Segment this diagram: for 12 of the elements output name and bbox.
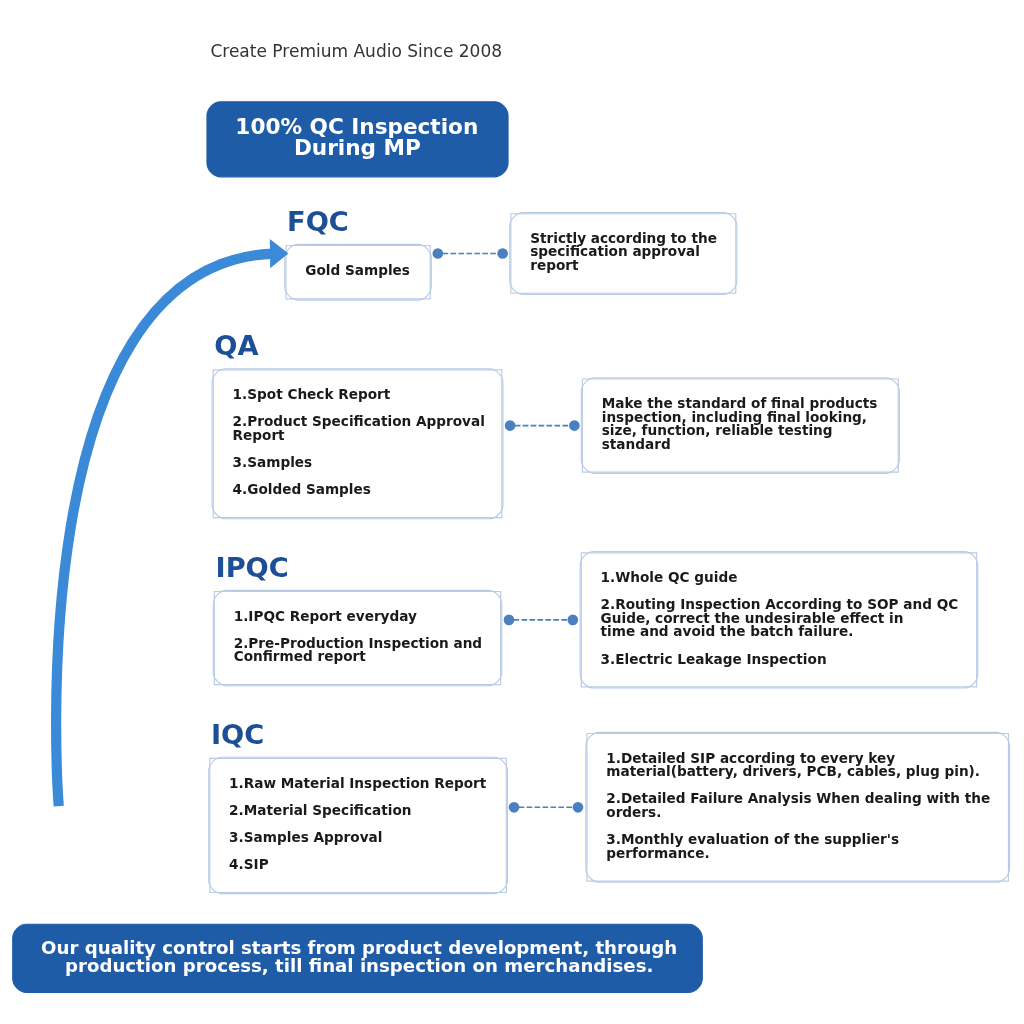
- arrow: [51, 238, 289, 806]
- node-label: IPQC: [215, 551, 289, 583]
- connector: [432, 247, 508, 259]
- node-label: IQC: [210, 718, 265, 750]
- connector: [508, 801, 584, 813]
- node-label: FQC: [287, 205, 349, 237]
- node-box: 100% QC Inspection During MP: [206, 100, 509, 177]
- connector: [503, 614, 579, 625]
- node-box: Our quality control starts from product development, through production process, till final inspection on merchandises.: [12, 923, 703, 993]
- connector: [504, 419, 580, 431]
- node-label: QA: [214, 329, 259, 361]
- label: Create Premium Audio Since 2008: [210, 40, 503, 61]
